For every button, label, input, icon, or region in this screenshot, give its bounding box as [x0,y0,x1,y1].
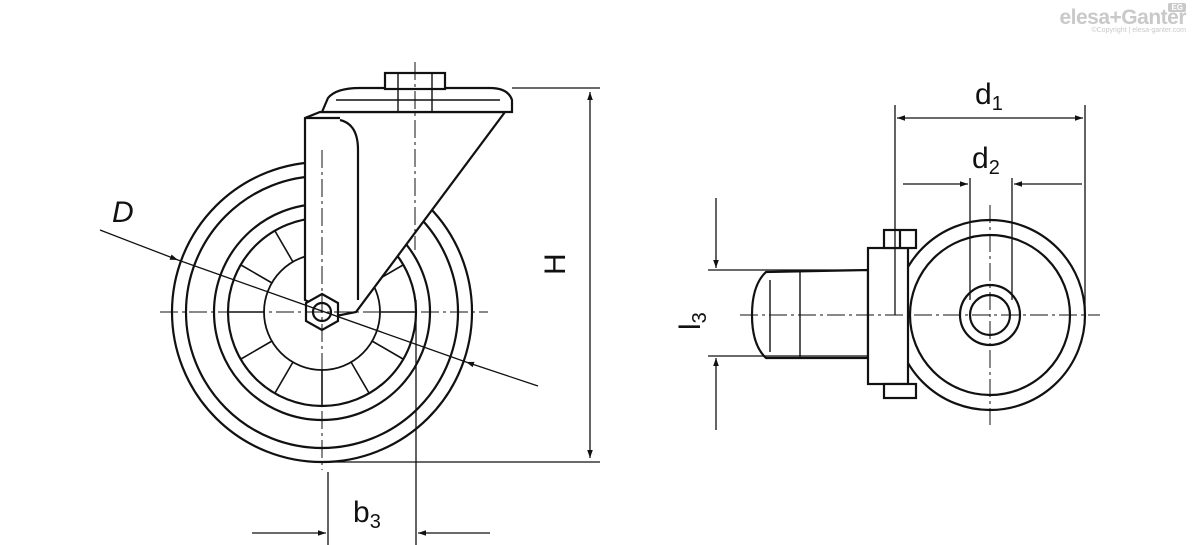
dimension-l3 [708,198,868,430]
fork-bracket [866,246,910,386]
label-D: D [112,196,134,229]
side-centerlines [160,62,488,470]
dimension-H [322,87,600,463]
dimension-d2 [903,178,1082,300]
label-H: H [539,253,572,275]
dimension-d1 [894,105,1086,315]
side-view [170,71,514,464]
label-b3: b3 [353,496,381,533]
fork-leg [339,118,360,300]
label-l3: l3 [674,312,711,330]
logo-copyright: ©Copyright | elesa-ganter.com [1091,27,1186,34]
logo-brand: elesa+Ganter [1059,6,1186,29]
elesa-ganter-logo: elesa+Ganter EG ©Copyright | elesa-gante… [1059,3,1186,34]
dimension-D [99,229,539,387]
dimension-b3 [252,300,490,545]
label-d1: d1 [975,78,1003,115]
front-centerlines [740,205,1100,425]
logo-badge: EG [1168,3,1186,12]
fork-body [303,110,508,318]
stem-body [750,268,870,360]
label-d2: d2 [972,142,1000,179]
